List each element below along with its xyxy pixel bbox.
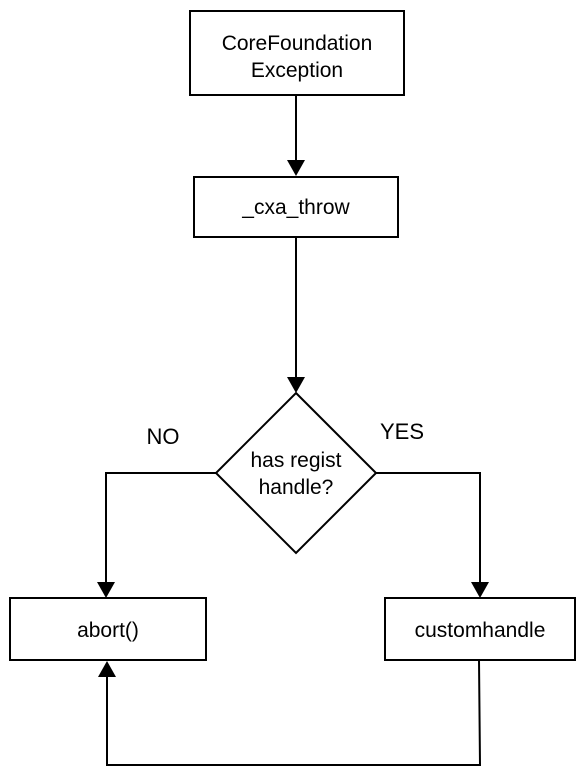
node-throw-label: _cxa_throw [241, 196, 350, 219]
node-cxa-throw: _cxa_throw [193, 176, 399, 238]
node-has-regist-handle-decision: has regist handle? [214, 391, 378, 555]
arrowhead-icon [287, 377, 305, 393]
arrowhead-icon [98, 661, 116, 677]
arrowhead-icon [287, 160, 305, 176]
node-abort-label: abort() [77, 619, 139, 642]
node-corefoundation-exception: CoreFoundation Exception [189, 10, 405, 96]
edge-label-no: NO [147, 424, 180, 449]
node-customhandle: customhandle [384, 597, 576, 661]
node-exception-line1: CoreFoundation [222, 32, 373, 55]
edge-decision-to-abort [97, 472, 216, 598]
node-decision-line2: handle? [259, 476, 334, 499]
node-abort: abort() [9, 597, 207, 661]
node-custom-label: customhandle [415, 619, 546, 642]
edge-throw-to-decision [287, 237, 305, 393]
node-decision-line1: has regist [250, 449, 341, 472]
edge-label-yes: YES [380, 419, 424, 444]
edge-exception-to-throw [287, 95, 305, 176]
edge-decision-to-custom [376, 472, 489, 598]
edge-custom-to-abort [98, 659, 482, 766]
node-exception-line2: Exception [251, 59, 343, 82]
arrowhead-icon [97, 582, 115, 598]
arrowhead-icon [471, 582, 489, 598]
